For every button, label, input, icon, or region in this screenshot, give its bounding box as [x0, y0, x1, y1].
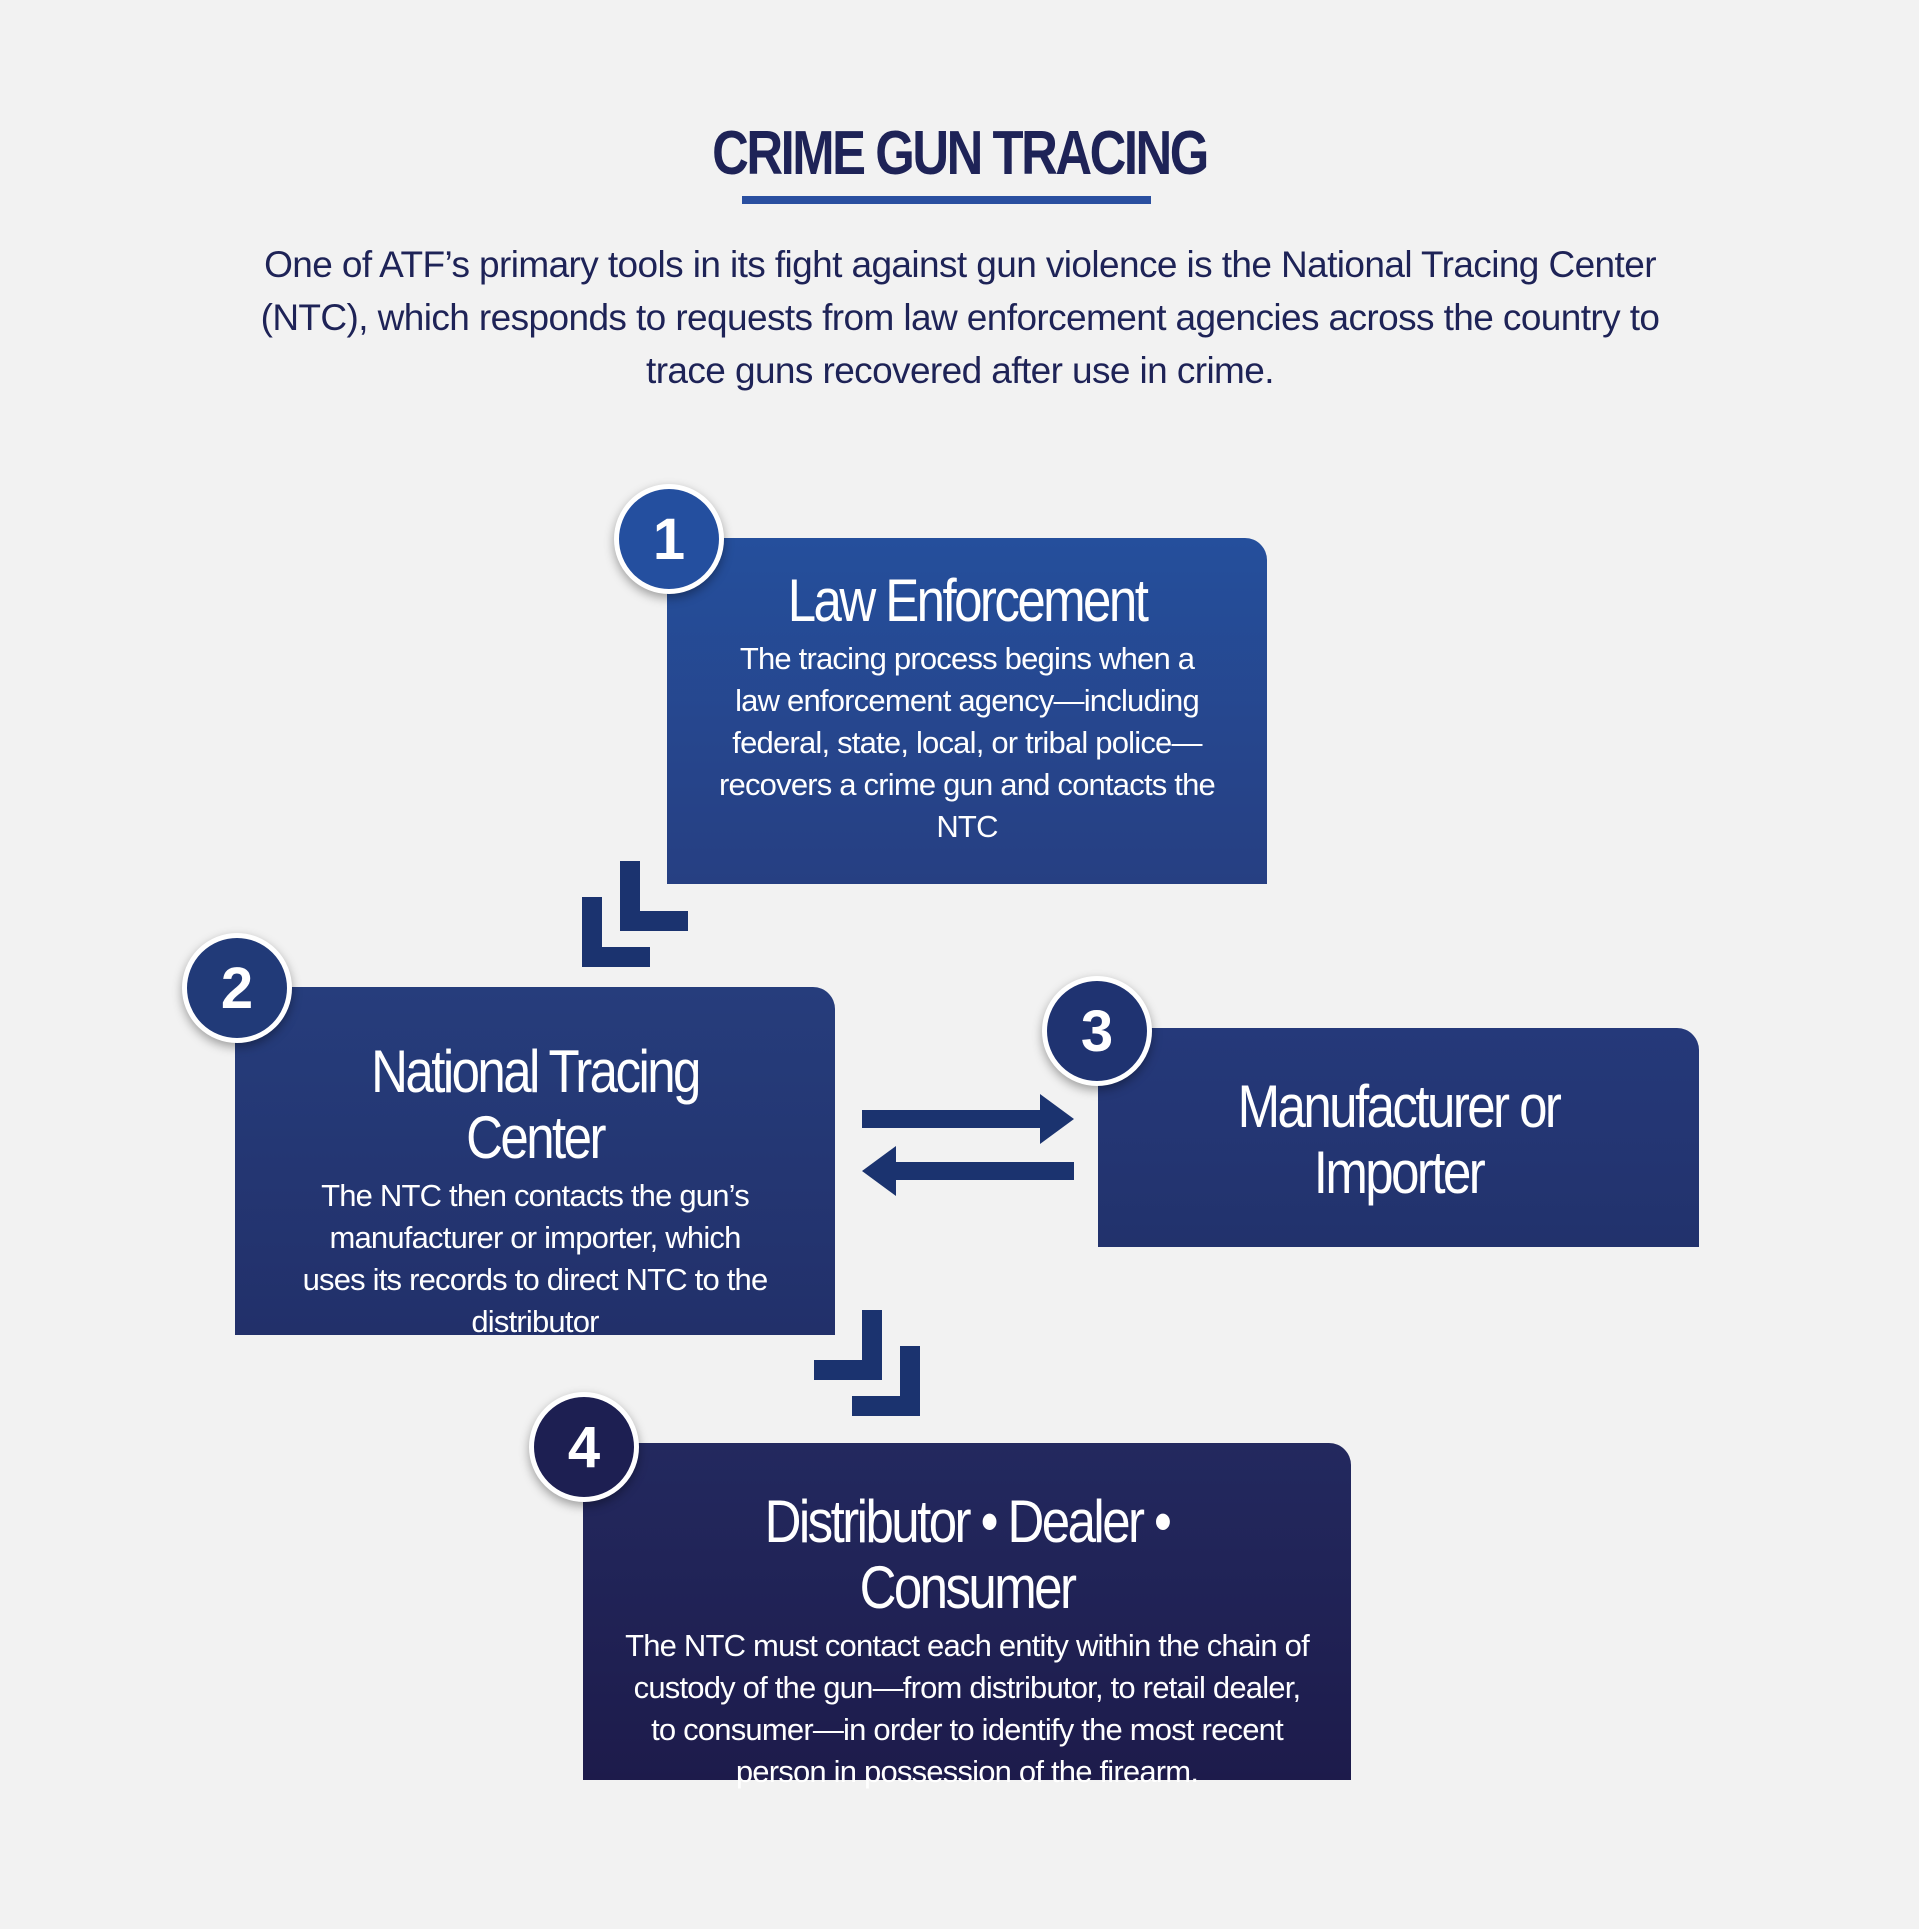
intro-text: One of ATF’s primary tools in its fight … [260, 244, 1660, 391]
step-1-number-badge: 1 [614, 484, 724, 594]
chevron-down-left-icon [582, 861, 688, 967]
step-2-number-badge: 2 [182, 933, 292, 1043]
step-2-box: National Tracing Center The NTC then con… [235, 987, 835, 1339]
arrow-left-icon [862, 1146, 1074, 1196]
step-2-text: The NTC then contacts the gun’s manufact… [302, 1178, 769, 1339]
title-underline [742, 196, 1151, 204]
step-4-box: Distributor • Dealer • Consumer The NTC … [583, 1443, 1351, 1789]
chevron-down-right-icon [814, 1310, 920, 1416]
page-title: CRIME GUN TRACING [712, 119, 1209, 188]
arrow-right-icon [862, 1094, 1074, 1144]
step-4-heading: Distributor • Dealer • Consumer [764, 1488, 1172, 1621]
step-2-heading: National Tracing Center [371, 1038, 701, 1171]
step-1-heading: Law Enforcement [787, 567, 1149, 634]
step-1-text: The tracing process begins when a law en… [719, 641, 1216, 844]
step-3-heading: Manufacturer or Importer [1237, 1073, 1562, 1206]
step-3-number-badge: 3 [1042, 976, 1152, 1086]
step-1-box: Law Enforcement The tracing process begi… [667, 538, 1267, 884]
step-4-text: The NTC must contact each entity within … [625, 1628, 1310, 1789]
step-3-box: Manufacturer or Importer [1098, 1028, 1699, 1247]
step-4-number-badge: 4 [529, 1392, 639, 1502]
